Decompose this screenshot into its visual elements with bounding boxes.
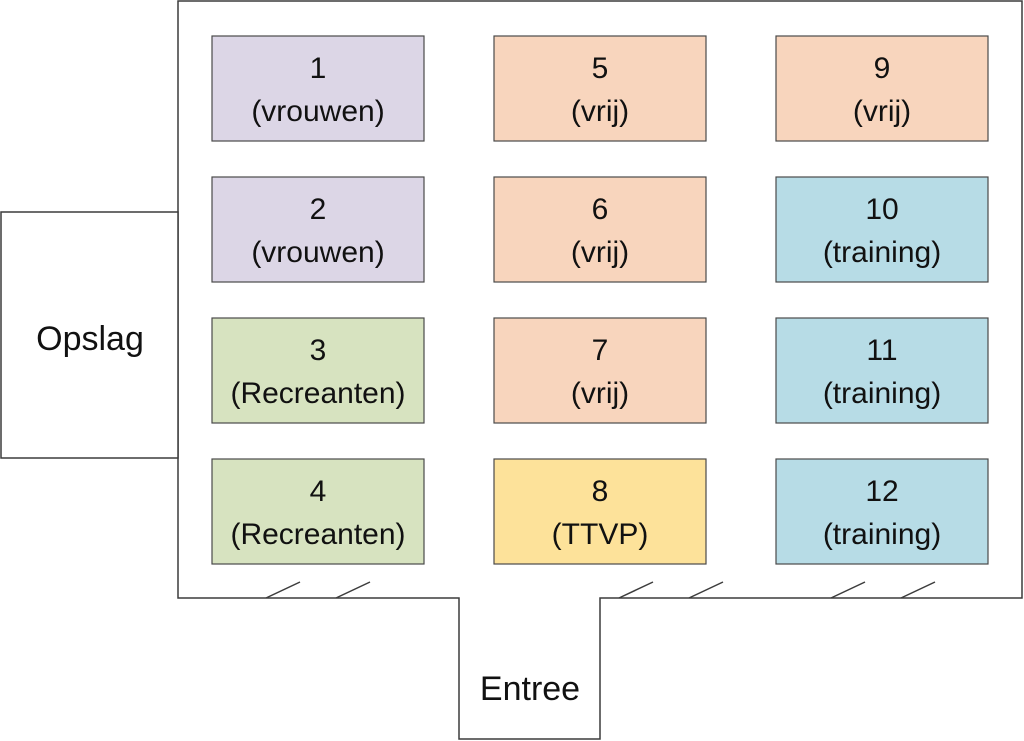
table-4[interactable]: 4 (Recreanten) [211, 458, 425, 565]
table-12[interactable]: 12 (training) [775, 458, 989, 565]
table-5-label: (vrij) [571, 95, 629, 128]
table-4-number: 4 [310, 475, 327, 508]
table-6-number: 6 [592, 193, 609, 226]
table-11-rect [775, 317, 989, 424]
table-8[interactable]: 8 (TTVP) [493, 458, 707, 565]
table-1-label: (vrouwen) [251, 95, 384, 128]
entrance-label: Entree [480, 670, 580, 708]
table-6-label: (vrij) [571, 236, 629, 269]
door-mark [335, 581, 371, 599]
table-1-number: 1 [310, 52, 327, 85]
table-6[interactable]: 6 (vrij) [493, 176, 707, 283]
table-7[interactable]: 7 (vrij) [493, 317, 707, 424]
table-4-label: (Recreanten) [230, 518, 405, 551]
door-mark [688, 581, 724, 599]
table-2[interactable]: 2 (vrouwen) [211, 176, 425, 283]
door-mark [265, 581, 301, 599]
table-3-rect [211, 317, 425, 424]
table-5[interactable]: 5 (vrij) [493, 35, 707, 142]
table-11[interactable]: 11 (training) [775, 317, 989, 424]
table-12-number: 12 [865, 475, 898, 508]
storage-label: Opslag [36, 320, 144, 358]
door-mark [618, 581, 654, 599]
table-10[interactable]: 10 (training) [775, 176, 989, 283]
table-9-number: 9 [874, 52, 891, 85]
table-5-number: 5 [592, 52, 609, 85]
table-11-number: 11 [866, 334, 897, 367]
table-10-label: (training) [823, 236, 941, 269]
table-10-rect [775, 176, 989, 283]
tables-group: 1 (vrouwen) 2 (vrouwen) 3 (Recreanten) 4… [211, 35, 989, 565]
table-2-label: (vrouwen) [251, 236, 384, 269]
table-8-label: (TTVP) [552, 518, 649, 551]
table-3-number: 3 [310, 334, 327, 367]
table-7-label: (vrij) [571, 377, 629, 410]
table-2-rect [211, 176, 425, 283]
table-7-rect [493, 317, 707, 424]
door-marks [265, 581, 936, 599]
table-12-label: (training) [823, 518, 941, 551]
table-2-number: 2 [310, 193, 327, 226]
table-9-label: (vrij) [853, 95, 911, 128]
storage-room [0, 211, 179, 459]
door-mark [900, 581, 936, 599]
table-5-rect [493, 35, 707, 142]
table-3[interactable]: 3 (Recreanten) [211, 317, 425, 424]
table-6-rect [493, 176, 707, 283]
table-7-number: 7 [592, 334, 609, 367]
table-11-label: (training) [823, 377, 941, 410]
table-3-label: (Recreanten) [230, 377, 405, 410]
table-8-rect [493, 458, 707, 565]
table-8-number: 8 [592, 475, 609, 508]
table-10-number: 10 [865, 193, 898, 226]
door-mark [830, 581, 866, 599]
table-9[interactable]: 9 (vrij) [775, 35, 989, 142]
table-1-rect [211, 35, 425, 142]
table-4-rect [211, 458, 425, 565]
table-1[interactable]: 1 (vrouwen) [211, 35, 425, 142]
table-9-rect [775, 35, 989, 142]
table-12-rect [775, 458, 989, 565]
